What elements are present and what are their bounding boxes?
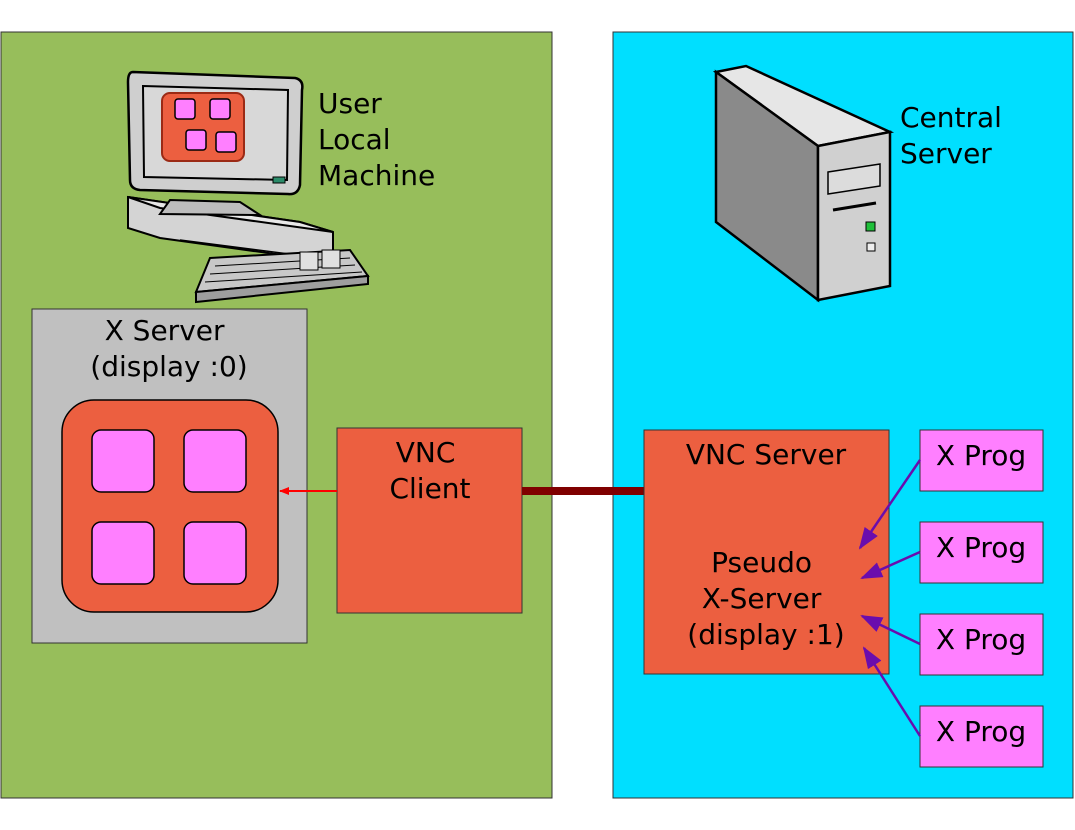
x-prog-arrow [858,459,922,550]
x-prog-label: X Prog [936,531,1026,564]
app-window-tile [183,429,247,493]
user-local-machine-label: User Local Machine [318,87,435,192]
x-prog-label: X Prog [936,439,1026,472]
app-window-tile [91,429,155,493]
vnc-client-label: VNC Client [389,436,470,505]
x-prog-box: X Prog [919,521,1044,584]
desktop-computer-icon [126,70,370,304]
x-prog-box: X Prog [919,613,1044,676]
displayed-desktop-window [61,399,279,613]
x-prog-arrow [862,646,922,737]
x-prog-box: X Prog [919,429,1044,492]
tower-server-icon [712,64,895,303]
central-server-label: Central Server [900,101,1011,170]
x-prog-label: X Prog [936,623,1026,656]
x-prog-label: X Prog [936,715,1026,748]
x-prog-box: X Prog [919,705,1044,768]
app-window-tile [183,521,247,585]
vnc-server-box [643,429,890,675]
x-server-label: X Server (display :0) [90,314,247,383]
vnc-server-label: VNC Server [686,438,847,471]
app-window-tile [91,521,155,585]
x-prog-arrow [860,614,921,646]
pseudo-x-server-label: Pseudo X-Server (display :1) [687,546,844,651]
vnc-client-box [336,427,523,614]
x-prog-arrow [860,550,921,580]
